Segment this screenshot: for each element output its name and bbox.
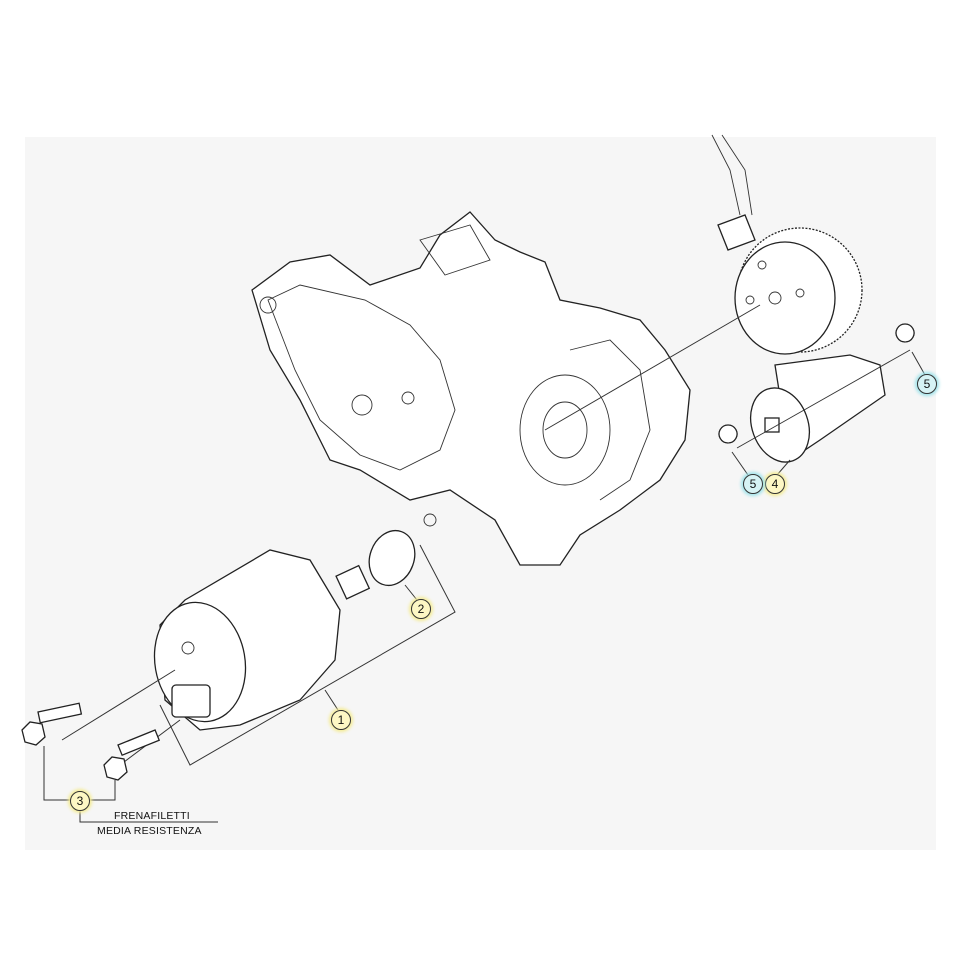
callout-3[interactable]: 3	[70, 791, 90, 811]
callout-2[interactable]: 2	[411, 599, 431, 619]
o-ring	[368, 529, 416, 587]
callout-5-lower[interactable]: 5	[743, 474, 763, 494]
screws	[21, 702, 161, 781]
idler-gear	[718, 323, 915, 463]
callout-1[interactable]: 1	[331, 710, 351, 730]
threadlocker-note-line2: MEDIA RESISTENZA	[97, 825, 202, 837]
flywheel	[711, 134, 863, 355]
crankcase-half	[251, 211, 691, 566]
leader-lines	[43, 351, 926, 823]
callout-4[interactable]: 4	[765, 474, 785, 494]
threadlocker-note-line1: FRENAFILETTI	[114, 810, 190, 822]
callout-5-upper[interactable]: 5	[917, 374, 937, 394]
starter-motor	[153, 549, 371, 731]
